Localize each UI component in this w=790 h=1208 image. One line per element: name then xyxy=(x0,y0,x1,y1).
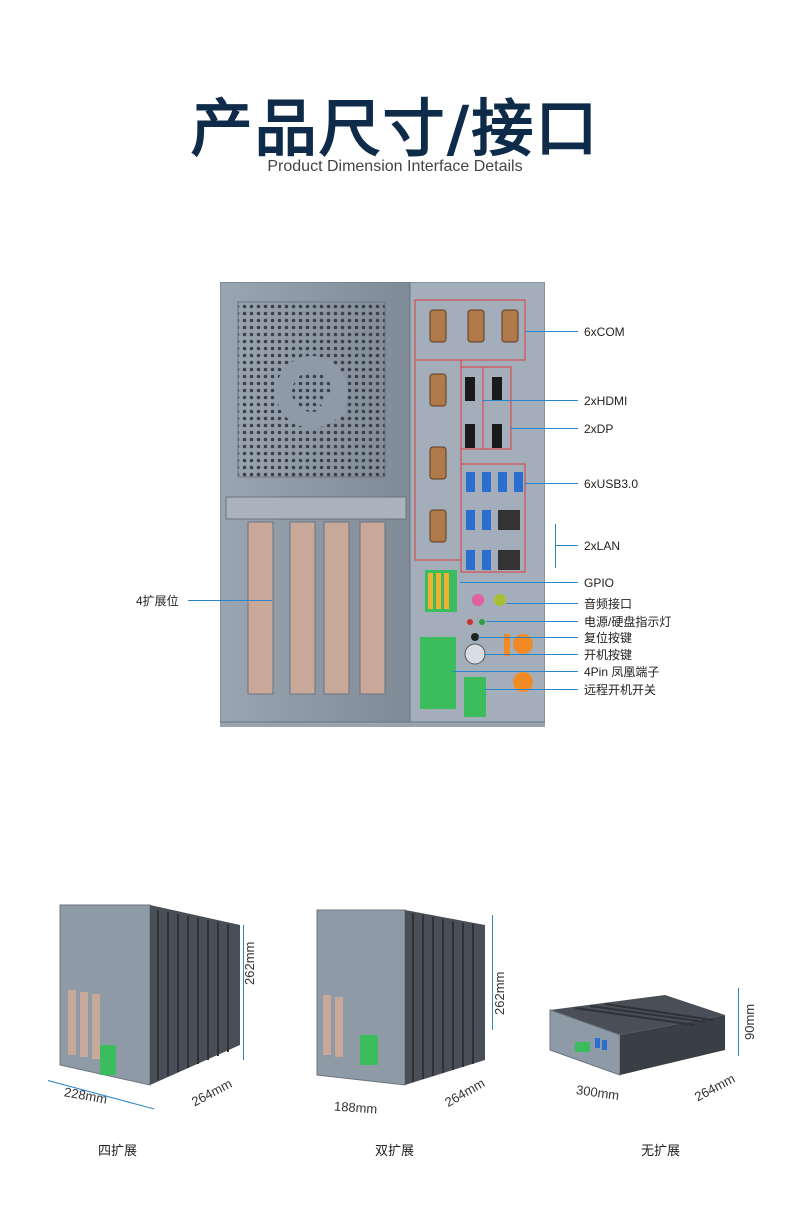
callout-bracket-lan xyxy=(555,524,556,568)
callout-line-dp xyxy=(510,428,578,429)
callout-line-slots xyxy=(188,600,272,601)
label-reset: 复位按键 xyxy=(584,631,633,645)
label-remote: 远程开机开关 xyxy=(584,683,657,697)
dim-line-height-1 xyxy=(243,925,244,1060)
callout-line-hdmi xyxy=(482,400,578,401)
label-audio: 音频接口 xyxy=(584,597,633,611)
callout-line-audio xyxy=(506,603,578,604)
callout-line-usb xyxy=(525,483,578,484)
label-phoenix: 4Pin 凤凰端子 xyxy=(584,665,660,679)
label-led: 电源/硬盘指示灯 xyxy=(584,615,672,629)
variant-two-slot-image xyxy=(316,909,485,1086)
page-title: 产品尺寸/接口 xyxy=(190,92,600,165)
label-com: 6xCOM xyxy=(584,325,625,339)
variant-3-name: 无扩展 xyxy=(641,1143,681,1158)
label-dp: 2xDP xyxy=(584,422,614,436)
variant-3-width: 300mm xyxy=(575,1082,621,1103)
label-gpio: GPIO xyxy=(584,576,615,590)
variant-1-name: 四扩展 xyxy=(98,1143,138,1158)
callout-line-phoenix xyxy=(452,671,578,672)
label-slots: 4扩展位 xyxy=(136,594,179,608)
callout-line-reset xyxy=(478,637,578,638)
variant-2-height: 262mm xyxy=(492,971,507,1015)
label-power: 开机按键 xyxy=(584,648,633,662)
callout-line-power xyxy=(484,654,578,655)
variant-2-name: 双扩展 xyxy=(375,1143,415,1158)
page-subtitle: Product Dimension Interface Details xyxy=(267,158,523,175)
variant-four-slot-image xyxy=(59,904,240,1086)
callout-line-remote xyxy=(485,689,578,690)
variant-1-height: 262mm xyxy=(242,941,257,985)
label-hdmi: 2xHDMI xyxy=(584,394,628,408)
variant-no-slot-image xyxy=(549,995,725,1076)
callout-line-com xyxy=(525,331,578,332)
dim-line-height-2 xyxy=(492,915,493,1030)
callout-line-lan xyxy=(555,545,578,546)
variant-3-height: 90mm xyxy=(742,1003,757,1040)
dim-line-height-3 xyxy=(738,988,739,1056)
main-device-image xyxy=(220,282,545,727)
variant-2-width: 188mm xyxy=(333,1098,378,1117)
label-lan: 2xLAN xyxy=(584,539,621,553)
callout-line-led xyxy=(486,621,578,622)
label-usb: 6xUSB3.0 xyxy=(584,477,639,491)
callout-line-gpio xyxy=(460,582,578,583)
